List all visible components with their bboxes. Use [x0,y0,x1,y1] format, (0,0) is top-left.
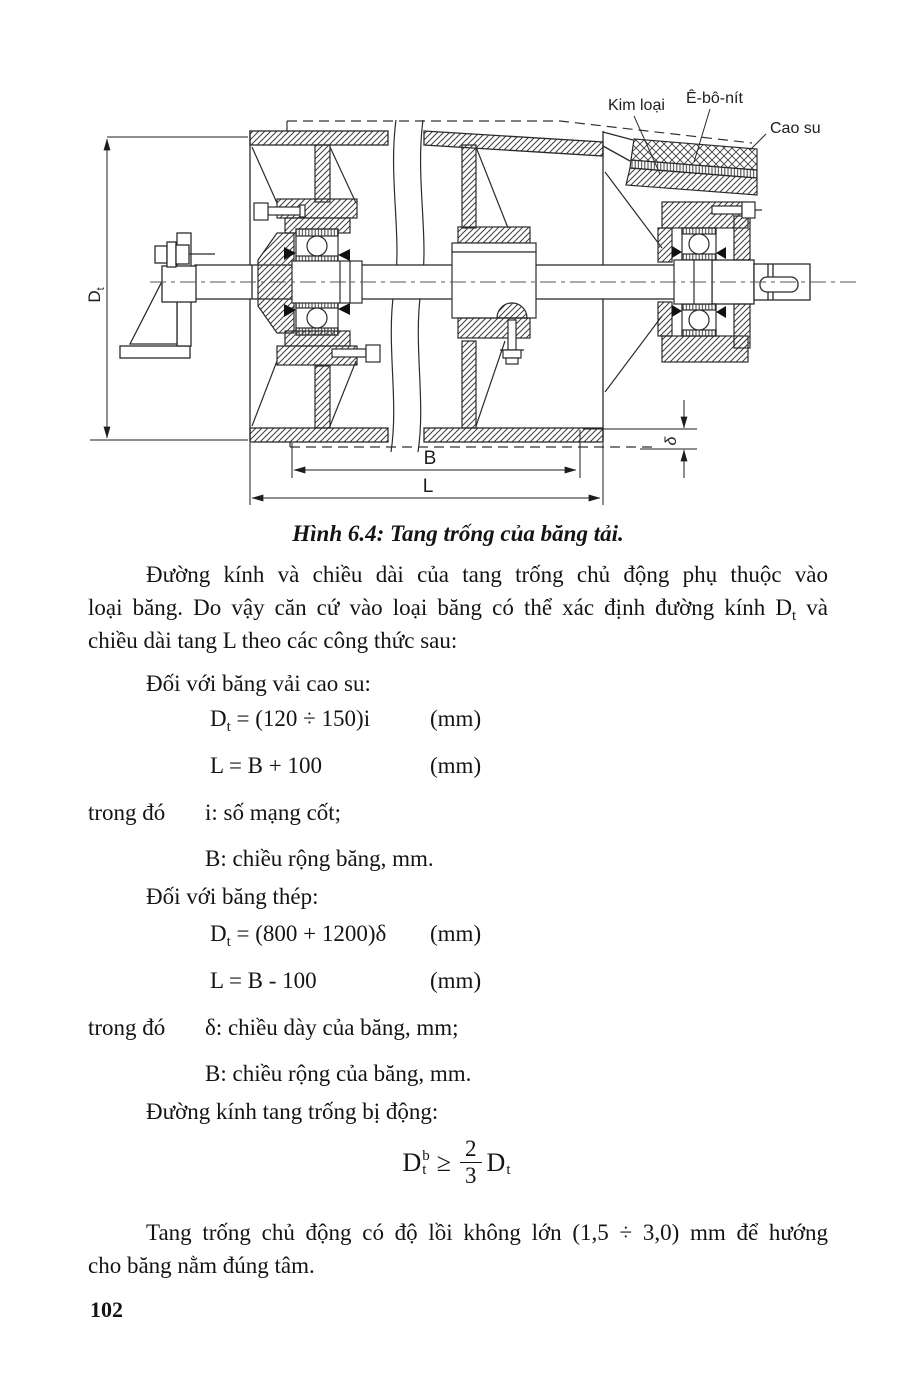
label-b: B [424,448,437,469]
subscript-t: t [226,719,231,735]
formula-driven-drum: D b t ≥ 2 3 D ​ t [0,1136,916,1189]
label-ebonite: Ê-bô-nít [686,88,743,107]
paragraph-line: loại băng. Do vậy căn cứ vào loại băng c… [88,591,828,624]
shaft-keyway [759,276,799,293]
dimension-dt [90,136,248,441]
left-support-bracket [119,232,215,359]
paragraph-intro: Đường kính và chiều dài của tang trống c… [88,558,828,657]
heading-fabric-belt: Đối với băng vải cao su: [146,671,371,696]
heading-steel-belt: Đối với băng thép: [146,884,319,909]
belt-material-detail [625,108,767,196]
formula-dt-fabric: Dt = (120 ÷ 150)i [210,706,371,735]
sup-sub-stack: b t [422,1147,430,1178]
paragraph-line: cho băng nằm đúng tâm. [88,1253,315,1278]
formula-row: D b t ≥ 2 3 D ​ t [402,1136,513,1189]
where-def-i: i: số mạng cốt; [205,800,342,825]
where-def-delta: δ: chiều dày của băng, mm; [205,1015,459,1040]
page-number: 102 [90,1297,123,1322]
fraction-denominator: 3 [465,1163,477,1188]
geq-operator: ≥ [436,1147,452,1177]
formula-unit: (mm) [430,968,482,993]
dimension-delta [583,400,697,478]
text-run: loại băng. Do vậy căn cứ vào loại băng c… [88,595,792,620]
subscript-t: t [506,1161,511,1178]
left-bearing-assembly [253,198,381,366]
formula-unit: (mm) [430,706,482,731]
subscript-t: t [422,1161,427,1178]
formula-dt-steel: Dt = (800 + 1200)δ [210,921,387,950]
paragraph-line: Đường kính và chiều dài của tang trống c… [146,562,828,587]
formula-var: D [210,706,227,731]
formula-body: = (800 + 1200)δ [230,921,387,946]
paragraph-crown: Tang trống chủ động có độ lồi không lớn … [88,1216,828,1282]
formula-var: D [210,921,227,946]
formula-var: D [402,1147,422,1177]
formula-var: D [486,1147,506,1177]
label-metal: Kim loại [608,97,665,114]
subscript-t: t [792,608,797,624]
where-label: trong đó [88,1015,166,1040]
paragraph-line: Tang trống chủ động có độ lồi không lớn … [146,1220,828,1245]
belt-dashed-outline [286,120,753,448]
label-delta: δ [663,435,680,445]
right-bearing-assembly [657,201,762,363]
text-run: và [796,595,828,620]
figure-caption: Hình 6.4: Tang trống của băng tải. [292,521,624,546]
middle-hub [451,226,537,365]
fraction-numerator: 2 [460,1136,482,1163]
paragraph-line: chiều dài tang L theo các công thức sau: [88,628,458,653]
fraction: 2 3 [460,1136,482,1189]
formula-body: = (120 ÷ 150)i [230,706,371,731]
where-def-b: B: chiều rộng băng, mm. [205,846,434,871]
label-l: L [423,476,434,497]
label-dt: Dt [85,287,107,302]
sub-stack: ​ t [506,1149,510,1177]
where-def-b: B: chiều rộng của băng, mm. [205,1061,472,1086]
where-label: trong đó [88,800,166,825]
figure-drawing: Kim loại Ê-bô-nít Cao su Dt B L [85,88,856,505]
dimension-l [249,443,604,505]
formula-l-fabric: L = B + 100 [210,753,322,778]
heading-driven-drum: Đường kính tang trống bị động: [146,1099,439,1124]
metal-layer [625,167,758,196]
label-rubber: Cao su [770,120,821,137]
formula-l-steel: L = B - 100 [210,968,317,993]
drum-shell [249,130,634,443]
dimension-b [291,430,581,478]
superscript-b: b [422,1147,430,1164]
formula-unit: (mm) [430,921,482,946]
formula-unit: (mm) [430,753,482,778]
subscript-t: t [226,934,231,950]
